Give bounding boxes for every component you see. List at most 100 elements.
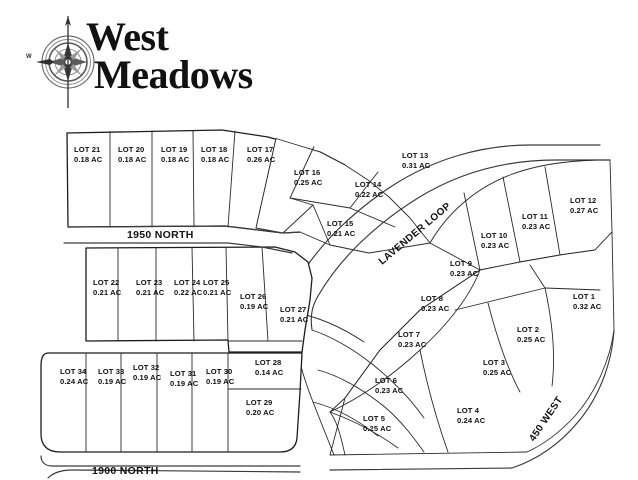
lot-number: LOT 26 [240,292,266,301]
lot-divider-5-6-lower [329,411,399,449]
page-title: West Meadows [86,17,253,95]
lot-number: LOT 15 [327,219,354,228]
lot-divider-4-5 [329,411,346,456]
lot-divider-9-10 [463,192,481,271]
lot-number: LOT 10 [481,231,507,240]
lot-acreage: 0.25 AC [483,368,512,377]
lot-divider-11-12 [544,166,561,256]
lot-acreage: 0.24 AC [60,377,89,386]
street-label-1900-north: 1900 NORTH [92,465,159,477]
lot-number: LOT 16 [294,168,320,177]
block-lavender-north [255,138,431,254]
road-450-west-outer [329,329,615,471]
lot-acreage: 0.22 AC [355,190,384,199]
lot-number: LOT 21 [74,145,101,154]
compass-rose-icon [36,16,95,108]
street-label-1950-north: 1950 NORTH [127,229,194,241]
lot-number: LOT 12 [570,196,596,205]
lot-divider-6-7-arc [317,369,425,453]
lavender-loop-south-edge [317,159,611,297]
lot-acreage: 0.19 AC [206,377,235,386]
lot-acreage: 0.26 AC [247,155,276,164]
lot-acreage: 0.25 AC [363,424,392,433]
lot-number: LOT 18 [201,145,227,154]
lot-acreage: 0.32 AC [573,302,602,311]
lot-acreage: 0.21 AC [203,288,232,297]
lot-divider-26-27 [261,246,269,342]
logo: W West Meadows [14,8,314,113]
lot-acreage: 0.14 AC [255,368,284,377]
block-fan-lower-right [329,231,615,456]
lot-number: LOT 9 [450,259,472,268]
lot-number: LOT 32 [133,363,159,372]
lot-acreage: 0.21 AC [280,315,309,324]
lot-number: LOT 4 [457,406,480,415]
lot-acreage: 0.19 AC [133,373,162,382]
block-south-outline [40,352,303,453]
lot-divider-13-14b [349,171,379,209]
lot-number: LOT 22 [93,278,119,287]
block-fan-upper-right-outline [429,159,613,271]
block-south [40,352,303,453]
lot-number: LOT 11 [522,212,549,221]
lot-number: LOT 8 [421,294,443,303]
lot-acreage: 0.21 AC [327,229,356,238]
lot-divider-10-11 [502,176,521,263]
lot-number: LOT 13 [402,151,428,160]
lot-acreage: 0.23 AC [522,222,551,231]
lot-number: LOT 17 [247,145,273,154]
lot-acreage: 0.23 AC [375,386,404,395]
lot-number: LOT 23 [136,278,162,287]
lot-divider-19-18 [192,130,195,228]
lot-acreage: 0.22 AC [174,288,203,297]
lot-acreage: 0.31 AC [402,161,431,170]
lot-acreage: 0.19 AC [170,379,199,388]
road-1950-north-bottom [63,242,293,254]
lot-divider-5-6-arc [312,401,379,437]
lot-divider-2-3 [487,302,521,393]
lot-number: LOT 30 [206,367,232,376]
block-fan-upper-right [429,159,613,271]
block-middle [85,246,313,353]
lot-acreage: 0.27 AC [570,206,599,215]
lot-divider-25-26 [225,247,229,342]
lot-acreage: 0.20 AC [246,408,275,417]
lot-number: LOT 7 [398,330,420,339]
lot-acreage: 0.23 AC [450,269,479,278]
lot-number: LOT 29 [246,398,272,407]
lot-divider-13-14-15 [289,146,331,246]
lot-number: LOT 6 [375,376,397,385]
lot-number: LOT 3 [483,358,505,367]
lot-acreage: 0.18 AC [118,155,147,164]
lot-number: LOT 14 [355,180,382,189]
lot-number: LOT 2 [517,325,539,334]
